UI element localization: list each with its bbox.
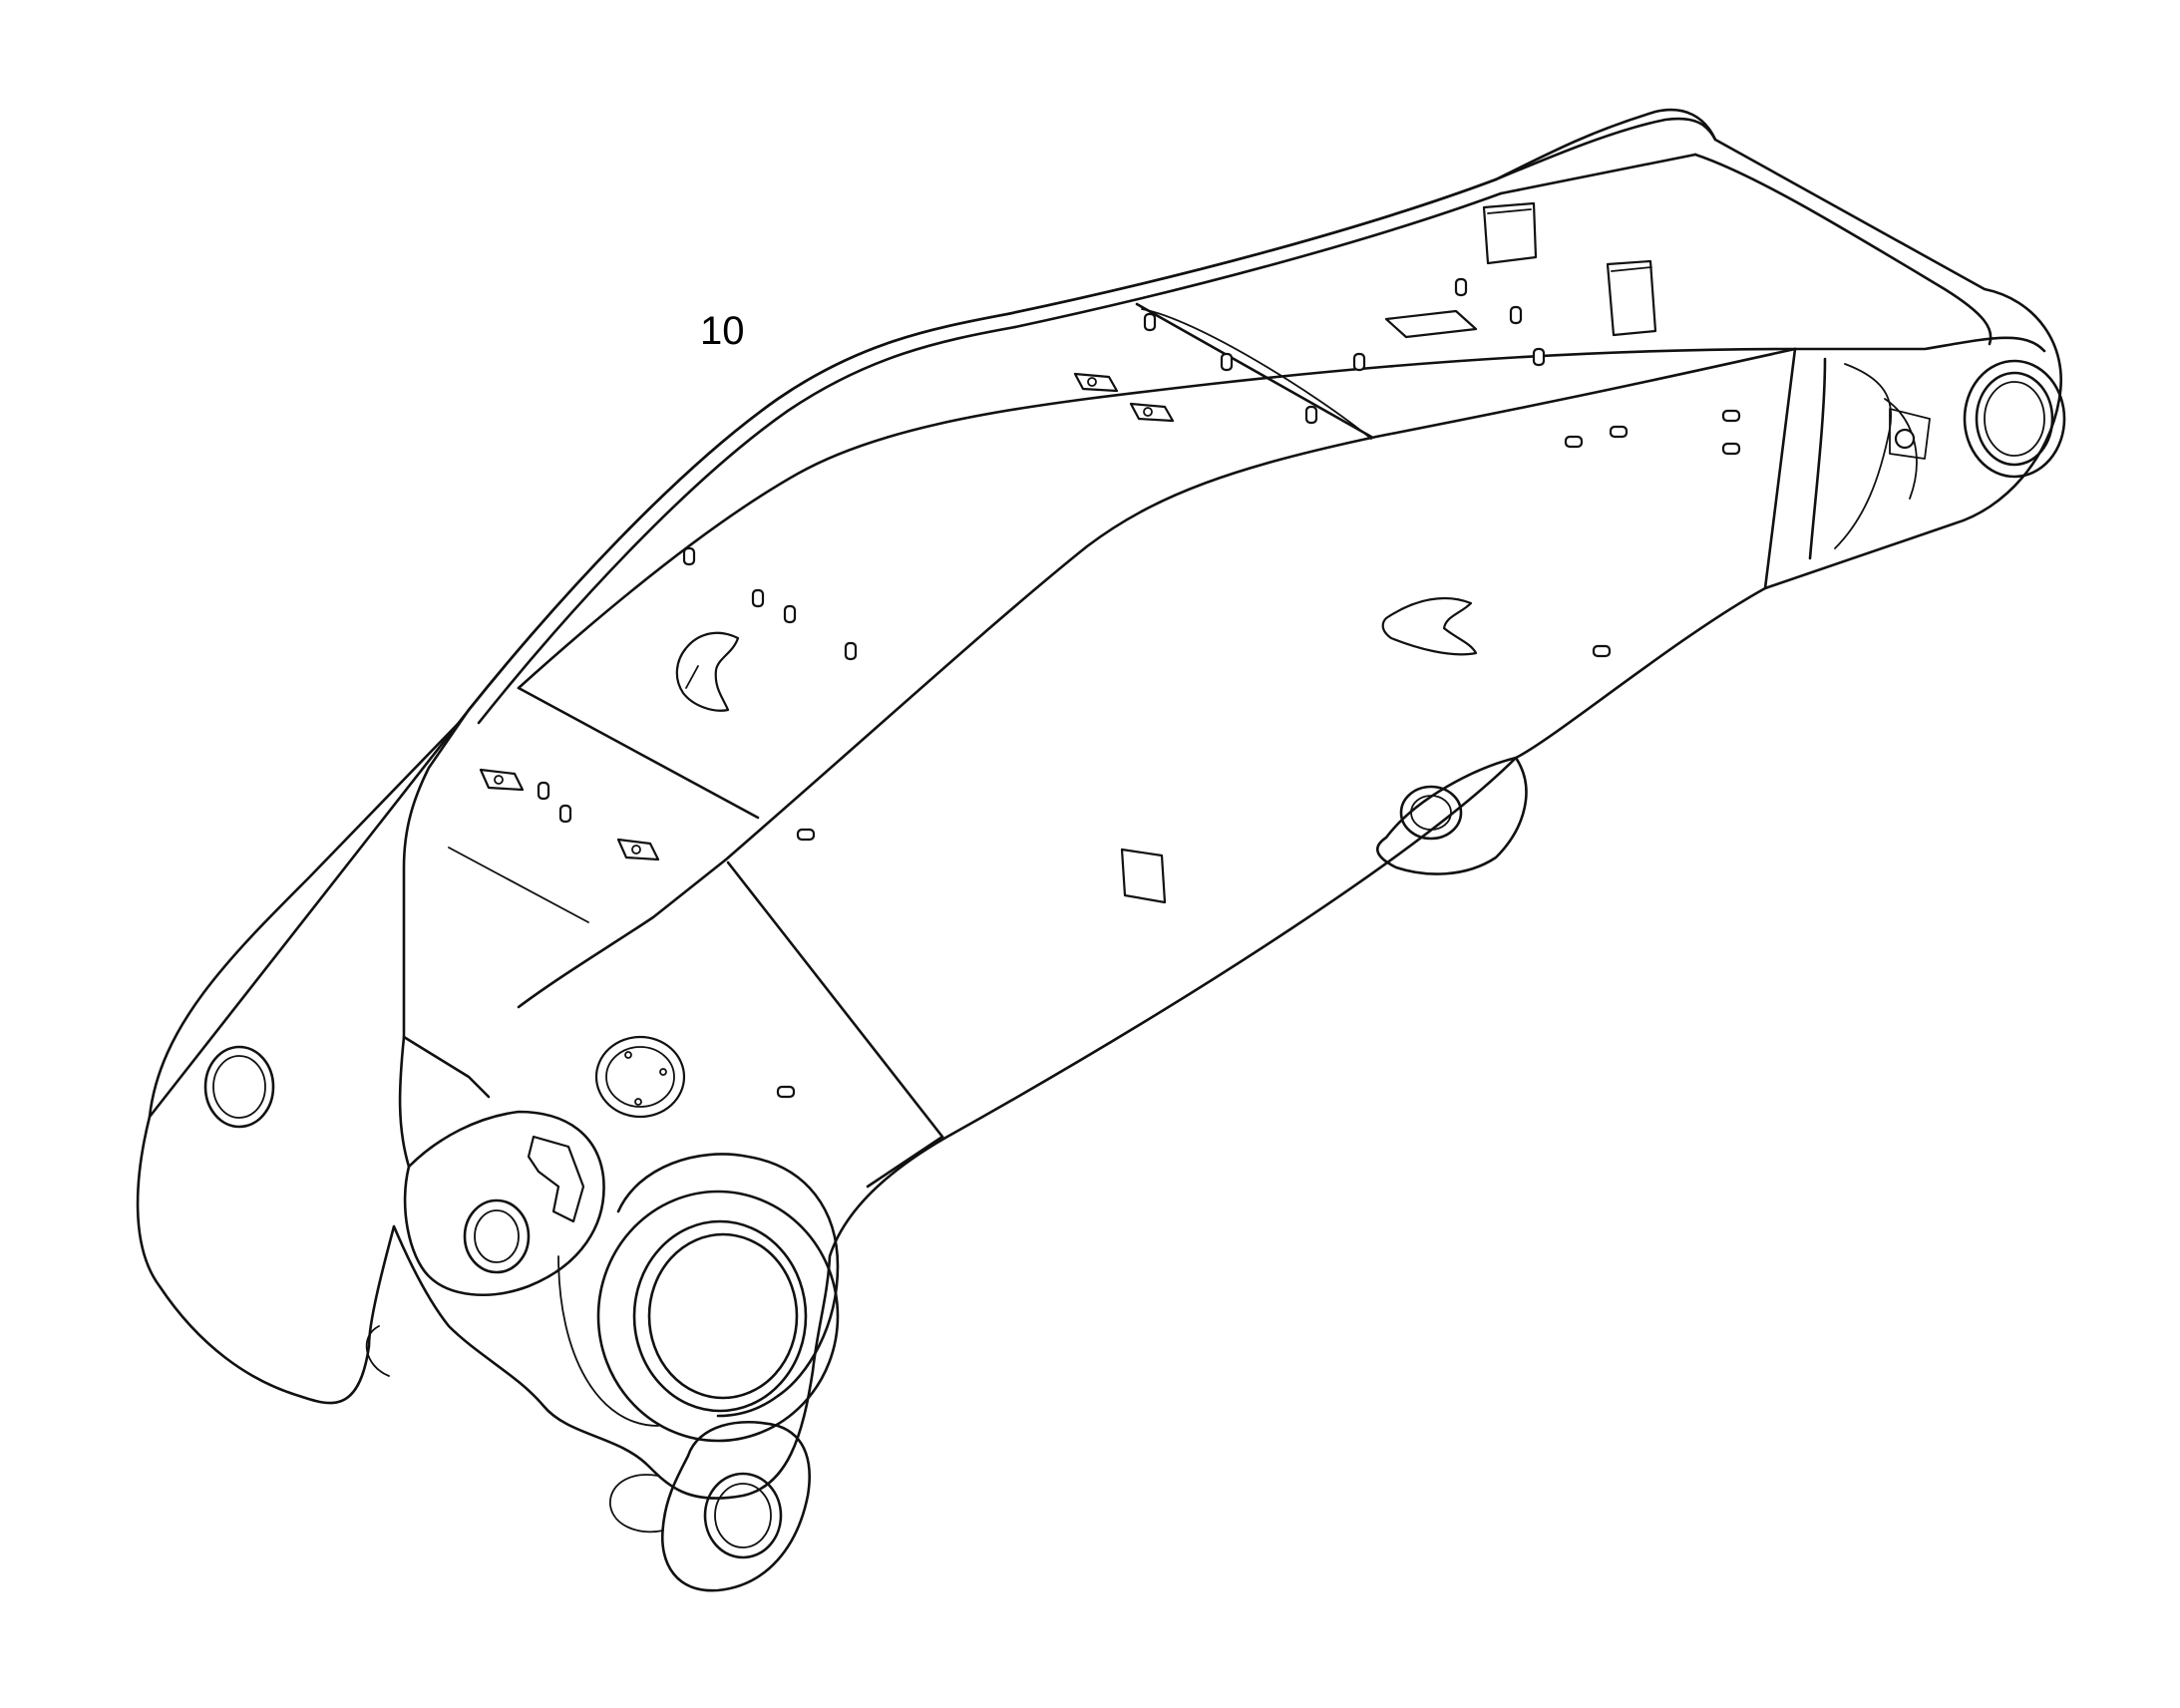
part-callout-label: 10: [700, 309, 745, 353]
brackets: [479, 201, 1657, 904]
left-pin-boss: [203, 1045, 275, 1129]
studs: [537, 277, 1741, 1099]
lifting-lugs: [675, 596, 1478, 712]
boom-body: [136, 108, 2062, 1500]
boom-tip: [1793, 336, 2066, 560]
lower-bracket: [1376, 756, 1528, 875]
boom-foot: [365, 1035, 840, 1592]
